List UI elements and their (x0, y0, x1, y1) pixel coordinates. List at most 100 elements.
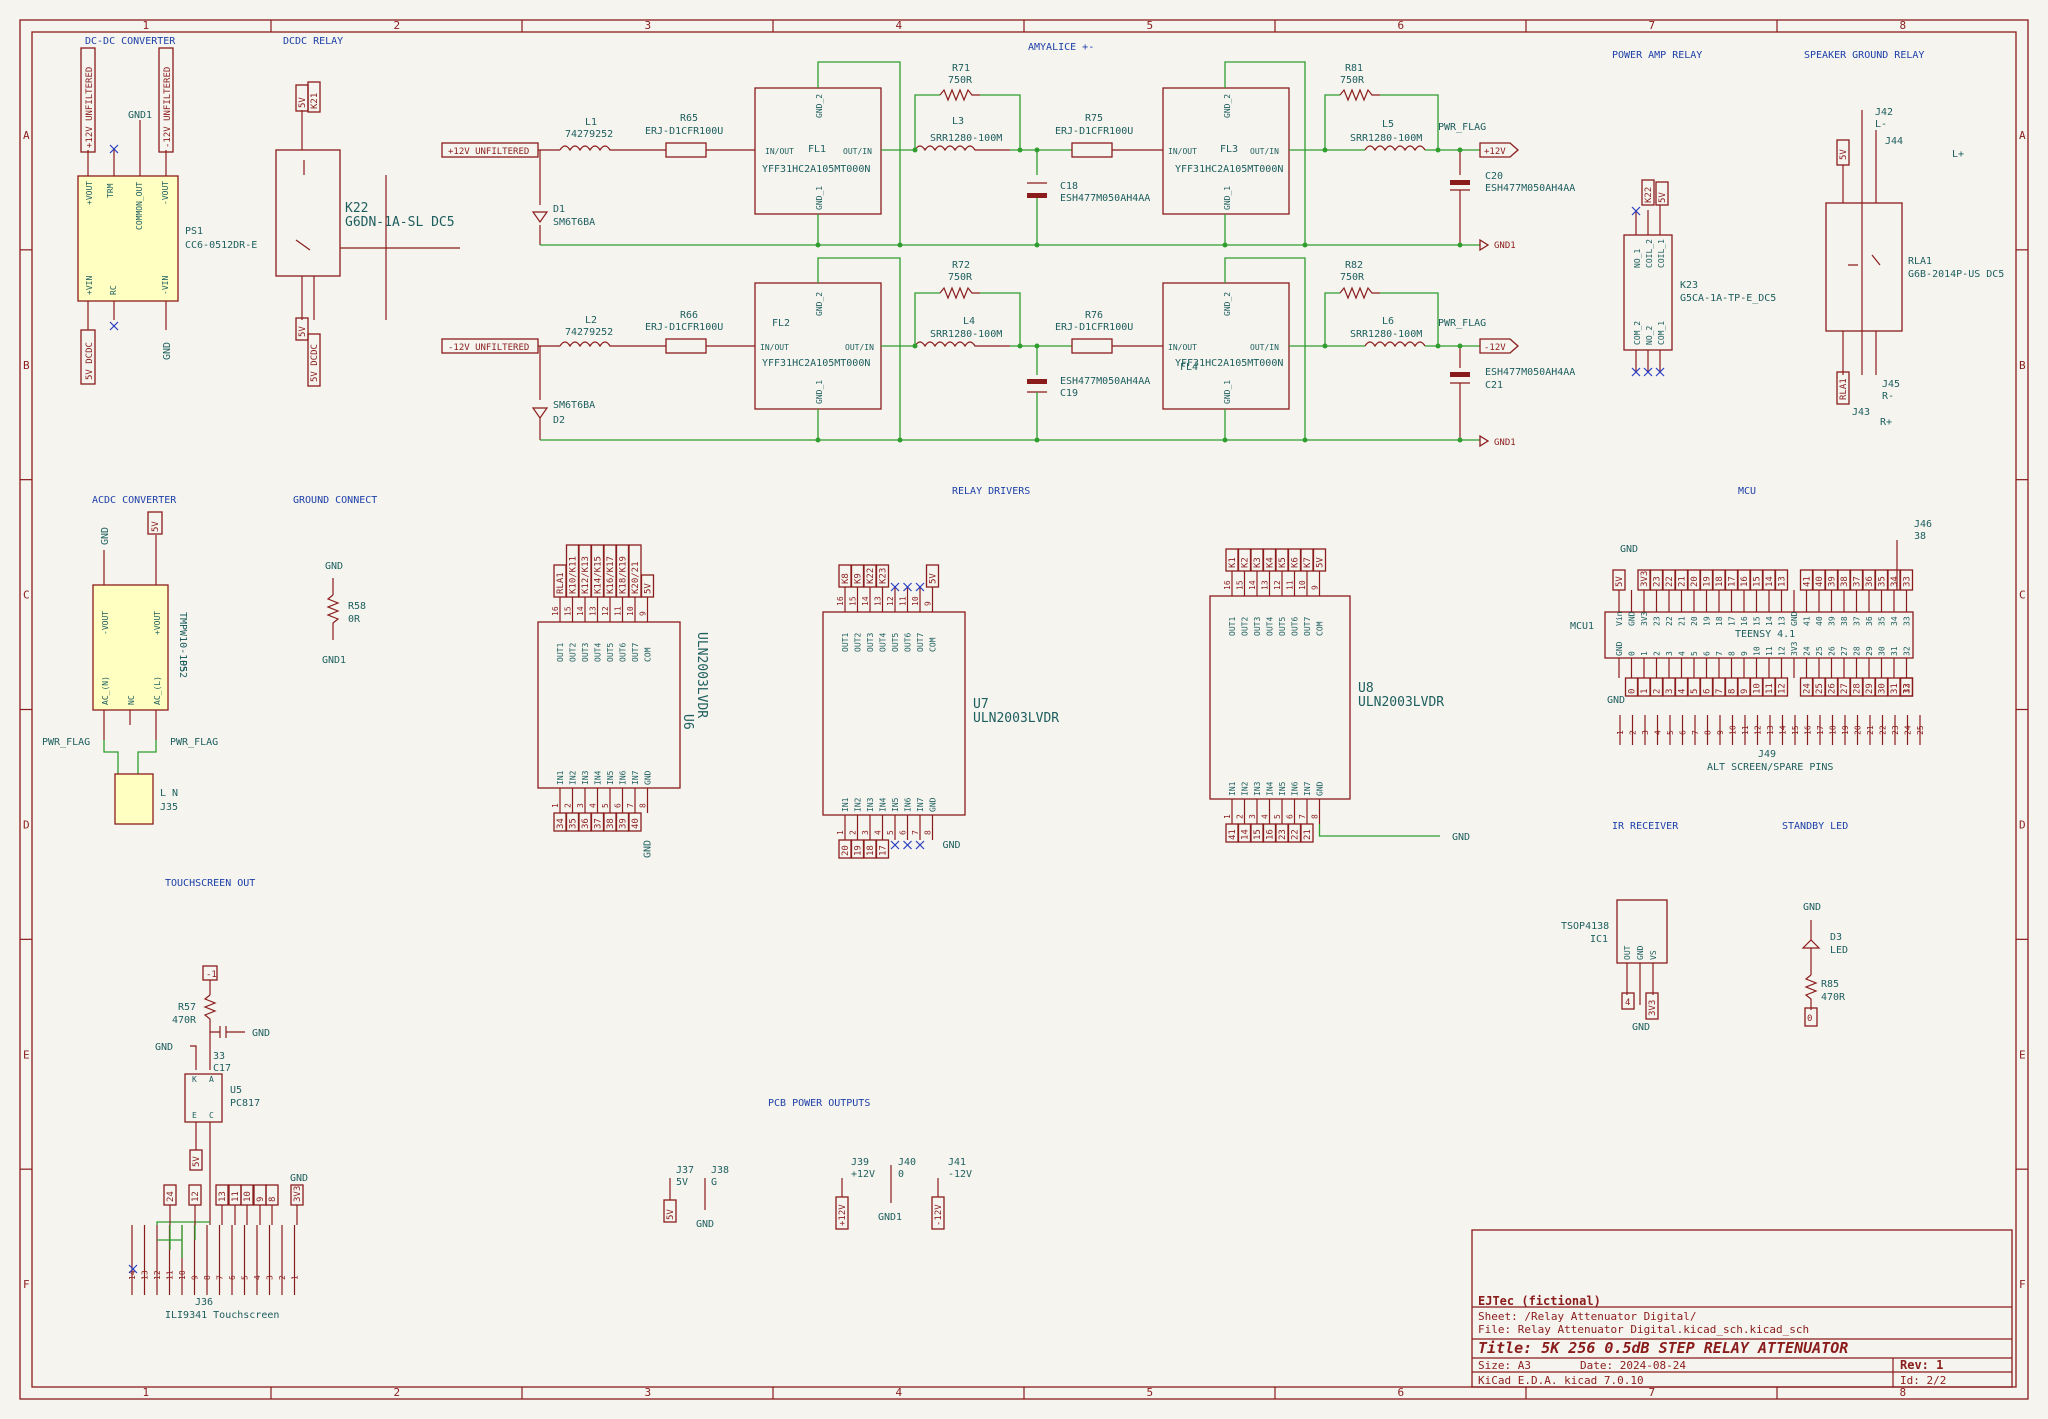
net-label-text: K20/21 (631, 561, 641, 594)
net-label[interactable] (1774, 569, 1789, 591)
pwr-flag-top: PWR_FLAG (1438, 122, 1486, 133)
driver-u7-body[interactable] (822, 611, 966, 816)
svg-text:5V: 5V (676, 1177, 688, 1188)
net-label[interactable] (1300, 823, 1314, 843)
svg-text:0: 0 (898, 1169, 904, 1180)
pin-number: 3 (861, 830, 870, 835)
pin-name: IN5 (1278, 781, 1287, 796)
pin-name: 25 (1815, 646, 1824, 656)
ps2-body[interactable] (92, 584, 169, 711)
net-label[interactable] (1774, 677, 1789, 697)
net-label[interactable] (1312, 548, 1327, 572)
pin-name: IN5 (606, 770, 615, 785)
net-label-text: K2 (1241, 557, 1251, 568)
pin-name: GND (1316, 781, 1325, 796)
title-text: Title: 5K 256 0.5dB STEP RELAY ATTENUATO… (1478, 1339, 1848, 1357)
pin-name: 18 (1715, 616, 1724, 626)
net-label-5v-dcdc[interactable] (80, 329, 96, 385)
r75-resistor[interactable] (1071, 142, 1113, 158)
net-label[interactable] (925, 564, 940, 588)
pin-number: 12 (886, 596, 895, 606)
pin-name: 35 (1878, 616, 1887, 626)
svg-text:LED: LED (1830, 945, 1848, 956)
pin-name: 19 (1703, 616, 1712, 626)
pin-number: 25 (1916, 725, 1925, 735)
j38-connector[interactable]: J38 G GND (696, 1165, 729, 1230)
net-label-12v-unfiltered[interactable] (80, 47, 96, 153)
svg-text:A: A (209, 1075, 214, 1084)
amyalice-section: AMYALICE +- +12V UNFILTERED L1 74279252 … (441, 42, 1575, 448)
net-label-text: 38 (606, 818, 616, 829)
section-title-dcdc-relay: DCDC RELAY (283, 36, 343, 47)
net-label[interactable] (1612, 569, 1626, 591)
net-label-out-top (1479, 142, 1519, 158)
net-label[interactable] (875, 839, 890, 859)
ps1-body[interactable] (77, 175, 179, 302)
j37-connector[interactable]: J37 5V 5V (663, 1165, 694, 1223)
svg-text:ILI9341 Touchscreen: ILI9341 Touchscreen (165, 1310, 279, 1321)
fl3-body[interactable] (1162, 87, 1290, 215)
pin-number: 12 (1754, 725, 1763, 735)
gnd-label: GND (943, 840, 961, 851)
row-mark: D (2019, 818, 2026, 831)
pin-number: 8 (924, 830, 933, 835)
u7-driver: OUT1IN1161OUT2IN2152OUT3IN3143OUT4IN4134… (822, 564, 1059, 859)
net-label-text: 37 (594, 818, 604, 829)
u5-body[interactable] (184, 1073, 223, 1123)
j40-connector[interactable]: J40 0 GND1 (878, 1157, 916, 1223)
net-label[interactable] (628, 812, 642, 832)
net-label-text: 5V (929, 573, 939, 584)
svg-text:IN/OUT: IN/OUT (1168, 147, 1197, 156)
net-label[interactable] (1899, 569, 1914, 591)
svg-text:GND_1: GND_1 (1223, 380, 1232, 404)
pin-number: 4 (1261, 814, 1270, 819)
ps1-pin-nvout: -VOUT (161, 181, 170, 205)
svg-text:GND: GND (1632, 1022, 1650, 1033)
net-label-text: 8 (1728, 689, 1738, 694)
dcdc-converter-section: DC-DC CONVERTER PS1 CC6-0512DR-E +VOUT T… (77, 36, 257, 385)
svg-text:74279252: 74279252 (565, 327, 613, 338)
net-label[interactable] (1899, 677, 1914, 697)
j35-connector[interactable] (114, 773, 154, 825)
pin-number: 15 (1791, 725, 1800, 735)
j41-connector[interactable]: J41 -12V -12V (931, 1157, 972, 1230)
svg-text:GND: GND (696, 1219, 714, 1230)
title-size: Size: A3 (1478, 1359, 1531, 1372)
net-label[interactable] (628, 544, 642, 598)
svg-text:-12V UNFILTERED: -12V UNFILTERED (163, 67, 173, 148)
pin-number: 8 (639, 803, 648, 808)
ic1-body[interactable] (1616, 899, 1668, 964)
k22-body[interactable] (275, 149, 341, 277)
r76-resistor[interactable] (1071, 338, 1113, 354)
r66-resistor[interactable] (665, 338, 707, 354)
r65-resistor[interactable] (665, 142, 707, 158)
net-label[interactable] (640, 574, 655, 598)
net-label[interactable] (875, 564, 890, 588)
rla1-body[interactable] (1825, 202, 1903, 332)
pin-name: 17 (1728, 616, 1737, 626)
pin-number: 14 (1779, 725, 1788, 735)
pin-number: 4 (589, 803, 598, 808)
pin-number: 8 (1311, 814, 1320, 819)
pin-name: 41 (1803, 616, 1812, 626)
svg-text:AC_(N): AC_(N) (101, 676, 110, 705)
j39-connector[interactable]: J39 +12V +12V (835, 1157, 875, 1230)
pin-name: 34 (1890, 616, 1899, 626)
pin-name: 24 (1803, 646, 1812, 656)
net-label-text: 25 (1815, 683, 1825, 694)
svg-text:R+: R+ (1880, 417, 1892, 428)
pin-number: 10 (626, 606, 635, 616)
driver-u8-body[interactable] (1209, 595, 1351, 800)
driver-u6-body[interactable] (537, 621, 681, 789)
net-label-text: 3V3 (1640, 571, 1650, 587)
pin-name: COM (1316, 621, 1325, 636)
net-label-text: K6 (1291, 557, 1301, 568)
svg-text:J44: J44 (1885, 136, 1903, 147)
svg-text:GND1: GND1 (1494, 438, 1516, 448)
mcu-body[interactable] (1604, 611, 1914, 659)
svg-text:ERJ-D1CFR100U: ERJ-D1CFR100U (1055, 126, 1133, 137)
pin-number: 23 (1891, 725, 1900, 735)
net-label-text: 13 (1903, 683, 1913, 694)
net-label-text: 5 (1690, 689, 1700, 694)
net-label-n12v-unfiltered[interactable] (158, 47, 174, 153)
